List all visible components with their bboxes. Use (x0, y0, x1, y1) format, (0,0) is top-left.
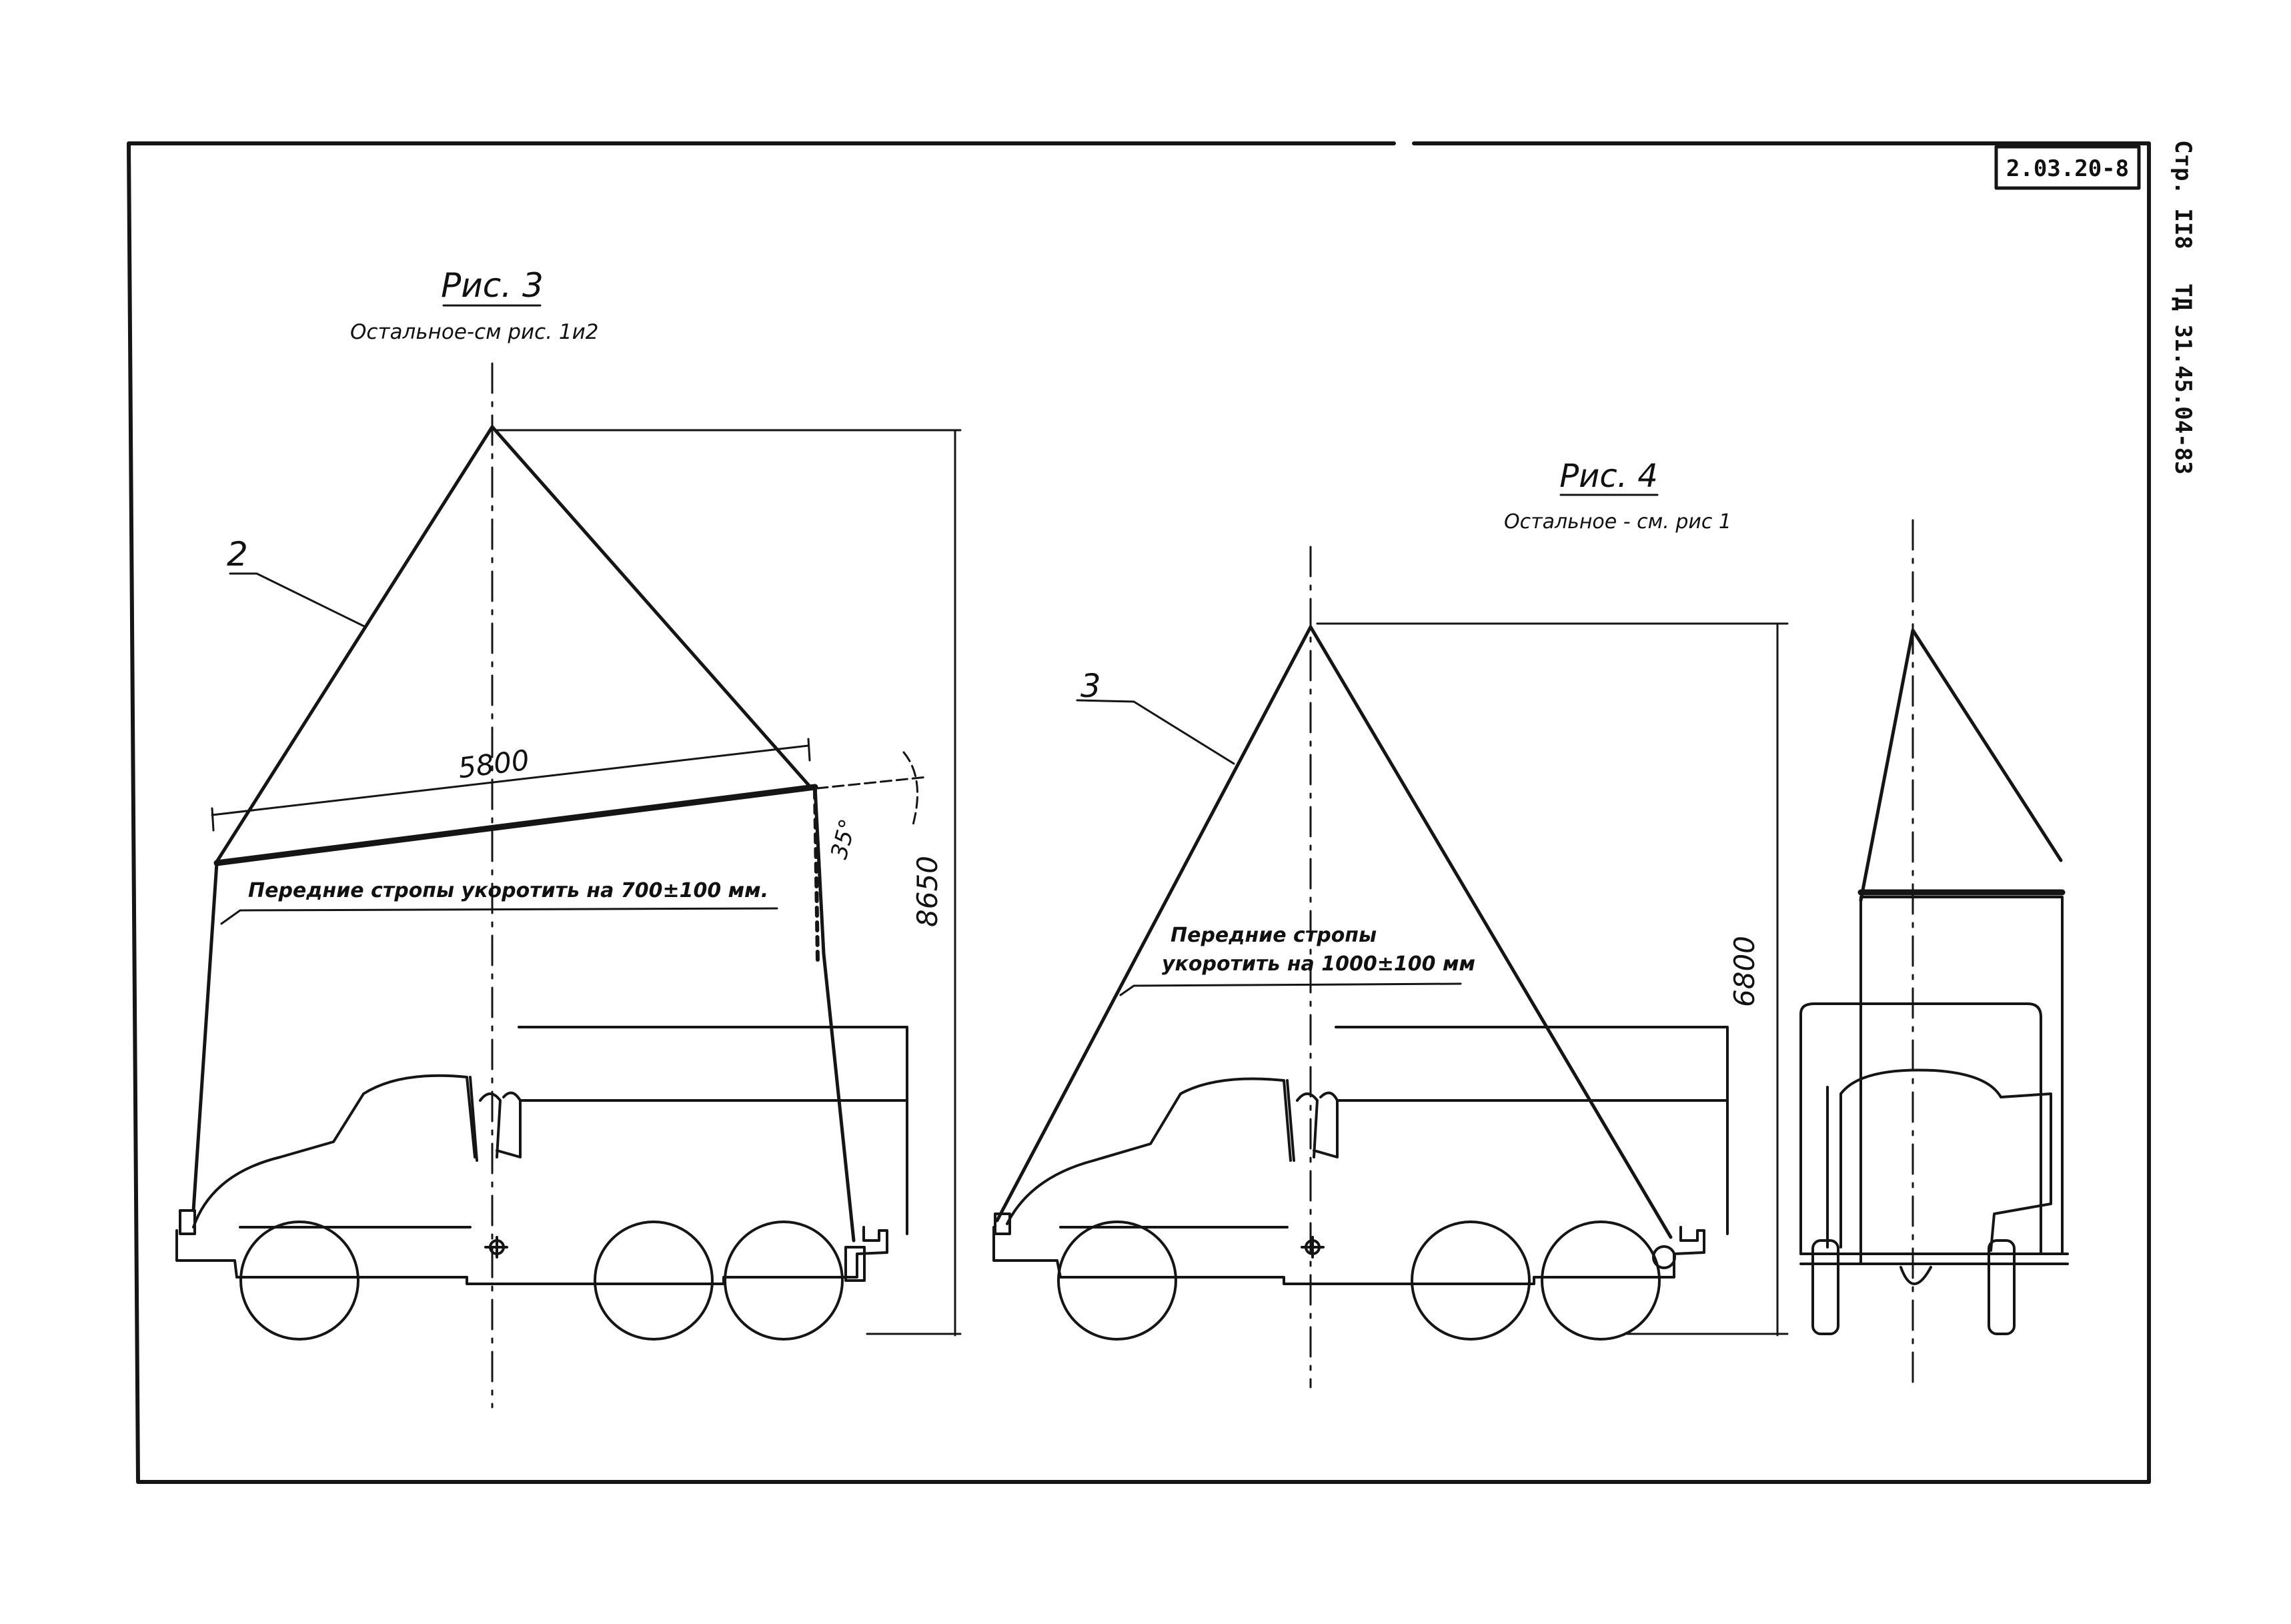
fig4-item-leader (1076, 699, 1235, 765)
fig3-truck (175, 1026, 908, 1341)
fig3-chain (813, 788, 820, 962)
fig3-spreader-beam (213, 784, 818, 866)
fig3-dimension-8650-lines (496, 429, 962, 1337)
sheet-frame (127, 141, 2151, 1484)
fig3-dimension-5800 (211, 738, 811, 832)
stamp-code: 2.03.20-8 (2006, 155, 2129, 182)
fig3-angle-arc (816, 751, 928, 828)
fig3-note: Передние стропы укоротить на 700±100 мм. (248, 879, 768, 902)
fig4-subtitle: Остальное - см. рис 1 (1504, 510, 1731, 534)
fig3-sling-triangle (215, 425, 812, 864)
fig4-note-line1: Передние стропы (1171, 924, 1377, 947)
fig4-title: Рис. 4 (1559, 458, 1658, 495)
fig3-angle: 35° (826, 816, 862, 862)
fig3-item-leader (229, 572, 367, 628)
fig4-dimension-6800-lines (1316, 622, 1789, 1337)
fig3-title: Рис. 3 (441, 266, 544, 305)
side-label-page: Стр. II8 (2170, 140, 2196, 249)
fig4-sling-triangle (995, 625, 1673, 1239)
fig4-front-view (1799, 519, 2069, 1389)
fig4-truck (992, 1026, 1729, 1341)
fig4-note-line2: укоротить на 1000±100 мм (1162, 952, 1475, 976)
fig3-subtitle: Остальное-см рис. 1и2 (350, 320, 599, 344)
fig4-note-leader (1119, 982, 1462, 996)
figure-3: Рис. 3 Остальное-см рис. 1и2 5800 2 35° … (175, 266, 962, 1409)
fig3-item-number: 2 (227, 535, 248, 574)
fig3-lower-slings (191, 785, 856, 1243)
fig4-dim-6800: 6800 (1728, 936, 1761, 1007)
side-label-doc: ТД 31.45.04-83 (2170, 283, 2196, 475)
fig4-item-number: 3 (1080, 668, 1101, 705)
fig3-dim-8650: 8650 (911, 856, 944, 927)
figure-4: Рис. 4 Остальное - см. рис 1 3 Передние … (992, 458, 2069, 1389)
fig3-note-leader (220, 907, 778, 925)
stamp-box: 2.03.20-8 (1994, 145, 2141, 190)
